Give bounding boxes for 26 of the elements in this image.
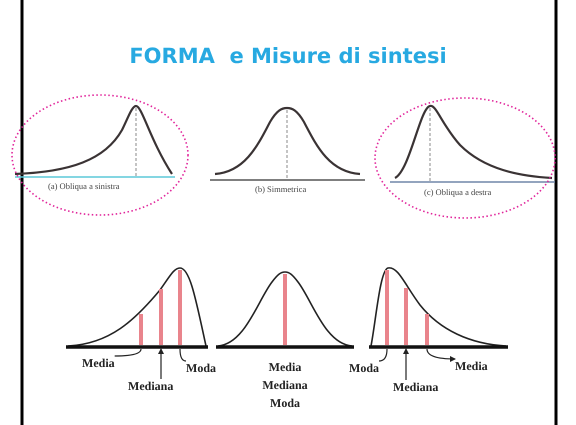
marker-bar [159, 289, 163, 345]
leader-line [179, 348, 186, 362]
leader-line [114, 348, 142, 357]
curve-caption: (b) Simmetrica [255, 184, 306, 194]
measure-label: Mediana [261, 378, 309, 392]
curve-caption: (c) Obliqua a destra [424, 187, 492, 197]
marker-bar [404, 288, 408, 345]
leader-line [158, 348, 164, 379]
measure-label: Mediana [393, 380, 438, 394]
leader-line [378, 348, 388, 362]
leader-line [426, 348, 456, 362]
measure-label: Mediana [128, 379, 174, 393]
marker-bar [385, 270, 389, 345]
leader-line [403, 348, 409, 380]
measure-label: Moda [269, 396, 301, 410]
measure-label: Media [82, 356, 115, 370]
curve-caption: (a) Obliqua a sinistra [48, 181, 120, 191]
measure-label: Moda [349, 361, 379, 375]
marker-bar [139, 314, 143, 345]
marker-bar [178, 270, 182, 345]
marker-bar [283, 274, 287, 345]
measure-label: Moda [186, 361, 216, 375]
marker-bar [425, 314, 429, 345]
measure-label: Media [455, 359, 488, 373]
title: FORMA e Misure di sintesi [128, 44, 448, 68]
measure-label: Media [268, 360, 302, 374]
